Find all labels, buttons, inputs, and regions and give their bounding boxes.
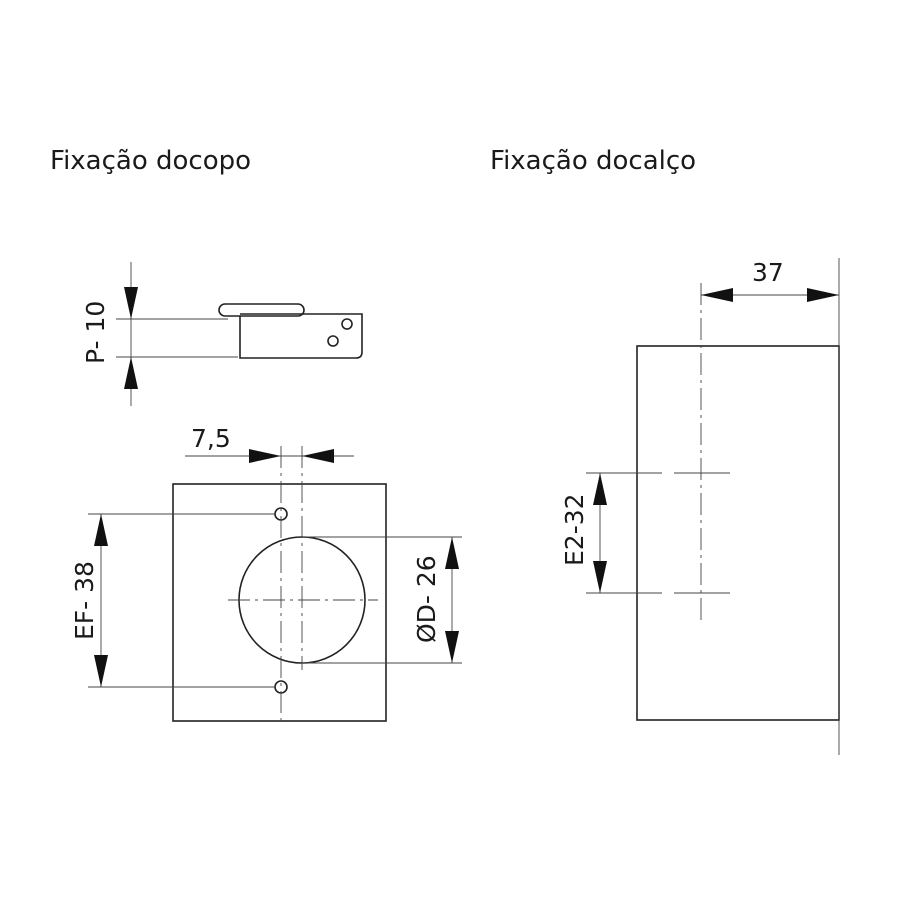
dim-width-label: 37 bbox=[752, 258, 784, 287]
dim-d-label: ØD- 26 bbox=[412, 555, 441, 643]
dim-e2-label: E2-32 bbox=[560, 493, 589, 566]
arrow-d-top bbox=[445, 537, 459, 569]
arrow-width-right bbox=[807, 288, 839, 302]
arrow-offset-right bbox=[302, 449, 334, 463]
dimension-p: P- 10 bbox=[81, 262, 238, 406]
dim-p-label: P- 10 bbox=[81, 301, 110, 364]
hinge-body bbox=[239, 313, 363, 359]
dimension-width: 37 bbox=[701, 258, 839, 302]
arrow-e2-top bbox=[593, 473, 607, 505]
arrow-d-bottom bbox=[445, 631, 459, 663]
arrow-ef-top bbox=[94, 514, 108, 546]
hinge-arm bbox=[218, 303, 305, 317]
side-panel bbox=[636, 345, 840, 721]
arrow-ef-bottom bbox=[94, 655, 108, 687]
dimension-e2: E2-32 bbox=[560, 473, 607, 593]
hinge-hole-2 bbox=[327, 335, 339, 347]
arrow-width-left bbox=[701, 288, 733, 302]
dimension-ef: EF- 38 bbox=[70, 513, 276, 688]
arrow-e2-bottom bbox=[593, 561, 607, 593]
hinge-side-view bbox=[218, 303, 363, 359]
arrow-offset-left bbox=[249, 449, 281, 463]
dimension-d: ØD- 26 bbox=[302, 536, 462, 664]
left-title: Fixação docopo bbox=[50, 146, 251, 176]
hinge-hole-1 bbox=[341, 318, 353, 330]
door-panel bbox=[172, 483, 387, 722]
cup-front-view bbox=[172, 446, 387, 725]
dim-ef-label: EF- 38 bbox=[70, 561, 99, 640]
arrow-p-bottom bbox=[124, 357, 138, 389]
dimension-offset: 7,5 bbox=[185, 424, 354, 463]
arrow-p-top bbox=[124, 287, 138, 319]
dim-offset-label: 7,5 bbox=[191, 424, 231, 453]
side-panel-view bbox=[586, 258, 840, 755]
right-title: Fixação docalço bbox=[490, 146, 696, 176]
